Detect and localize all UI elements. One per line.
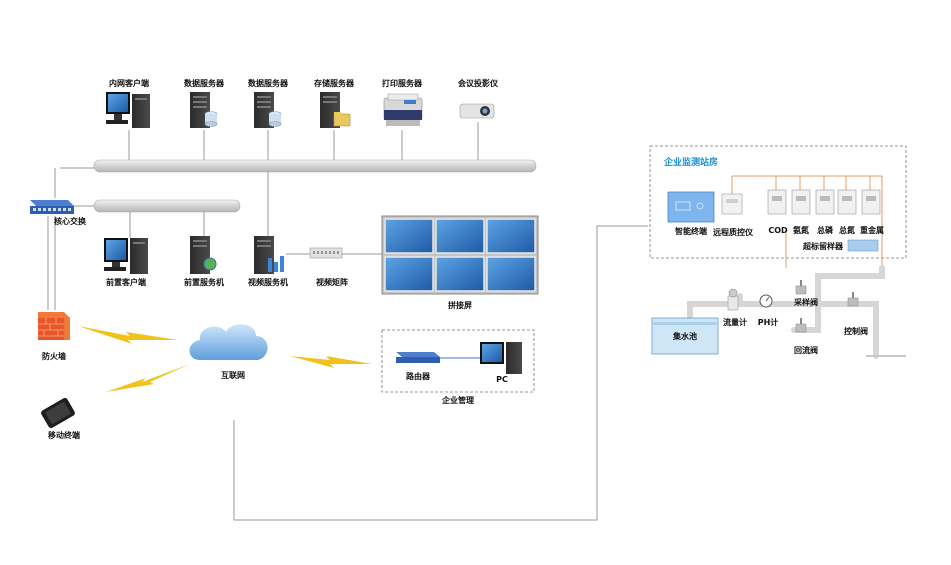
label-front-client: 前置客户端 bbox=[106, 278, 146, 287]
label-data-server-1: 数据服务器 bbox=[184, 79, 224, 88]
label-control-valve: 控制阀 bbox=[844, 327, 868, 336]
lightning-bolts bbox=[78, 326, 372, 392]
ph-meter-icon bbox=[759, 294, 773, 308]
label-enterprise-mgmt: 企业管理 bbox=[442, 396, 474, 405]
front-server bbox=[190, 236, 217, 274]
label-qc-meter: 远程质控仪 bbox=[713, 228, 753, 237]
label-front-server: 前置服务机 bbox=[184, 278, 224, 287]
enterprise-mgmt-box bbox=[381, 329, 535, 393]
label-internet: 互联网 bbox=[221, 371, 245, 380]
video-server bbox=[254, 236, 284, 274]
core-switch-icon bbox=[30, 200, 74, 214]
sampler-icon bbox=[847, 239, 879, 252]
print-server bbox=[383, 93, 423, 126]
label-core-switch: 核心交换 bbox=[54, 217, 86, 226]
pipeline bbox=[687, 265, 885, 359]
label-mobile-terminal: 移动终端 bbox=[48, 431, 80, 440]
label-analyzer-heavy-metal: 重金属 bbox=[860, 226, 884, 235]
sump-tank bbox=[651, 317, 719, 355]
label-storage-server: 存储服务器 bbox=[314, 79, 354, 88]
splice-screen bbox=[381, 215, 539, 295]
label-analyzer-ammonia: 氨氮 bbox=[793, 226, 809, 235]
label-ph-meter: PH计 bbox=[757, 318, 779, 327]
firewall-icon bbox=[38, 312, 70, 340]
mobile-terminal-icon bbox=[41, 397, 75, 429]
storage-server bbox=[320, 92, 351, 128]
label-analyzer-nitrogen: 总氮 bbox=[839, 226, 855, 235]
label-analyzer-phosphorus: 总磷 bbox=[817, 226, 833, 235]
label-video-server: 视频服务机 bbox=[248, 278, 288, 287]
front-client bbox=[104, 238, 148, 274]
control-valve-icon bbox=[847, 292, 859, 307]
flow-meter-icon bbox=[727, 288, 739, 311]
label-flow-meter: 流量计 bbox=[723, 318, 747, 327]
label-intranet-client: 内网客户端 bbox=[109, 79, 149, 88]
station-box bbox=[649, 145, 907, 259]
label-splice-screen: 拼接屏 bbox=[448, 301, 472, 310]
main-bus bbox=[93, 159, 537, 173]
label-sampling-valve: 采样阀 bbox=[794, 298, 818, 307]
connection-lines bbox=[47, 122, 648, 521]
label-router: 路由器 bbox=[406, 372, 430, 381]
conference-projector bbox=[459, 103, 495, 119]
sampling-valve-icon bbox=[795, 280, 807, 295]
smart-terminal-icon bbox=[667, 191, 715, 223]
label-smart-terminal: 智能终端 bbox=[675, 227, 707, 236]
label-firewall: 防火墙 bbox=[42, 352, 66, 361]
label-video-matrix: 视频矩阵 bbox=[316, 278, 348, 287]
data-server-2 bbox=[254, 92, 282, 128]
intranet-client bbox=[106, 92, 150, 128]
secondary-bus bbox=[93, 199, 241, 213]
router-icon bbox=[396, 352, 440, 363]
label-conference-projector: 会议投影仪 bbox=[458, 79, 498, 88]
label-analyzer-cod: COD bbox=[768, 226, 788, 235]
label-return-valve: 回流阀 bbox=[794, 346, 818, 355]
label-sump: 集水池 bbox=[673, 332, 697, 341]
video-matrix bbox=[309, 247, 343, 259]
pc-icon bbox=[480, 342, 522, 374]
internet-cloud-icon bbox=[189, 324, 268, 360]
analyzer-icons bbox=[767, 189, 881, 215]
label-pc: PC bbox=[496, 375, 508, 384]
return-valve-icon bbox=[795, 318, 807, 333]
station-title: 企业监测站房 bbox=[664, 158, 719, 168]
qc-meter-icon bbox=[721, 193, 743, 215]
data-server-1 bbox=[190, 92, 218, 128]
label-data-server-2: 数据服务器 bbox=[248, 79, 288, 88]
label-sampler: 超标留样器 bbox=[803, 242, 843, 251]
station-wiring bbox=[731, 175, 883, 268]
label-print-server: 打印服务器 bbox=[382, 79, 422, 88]
